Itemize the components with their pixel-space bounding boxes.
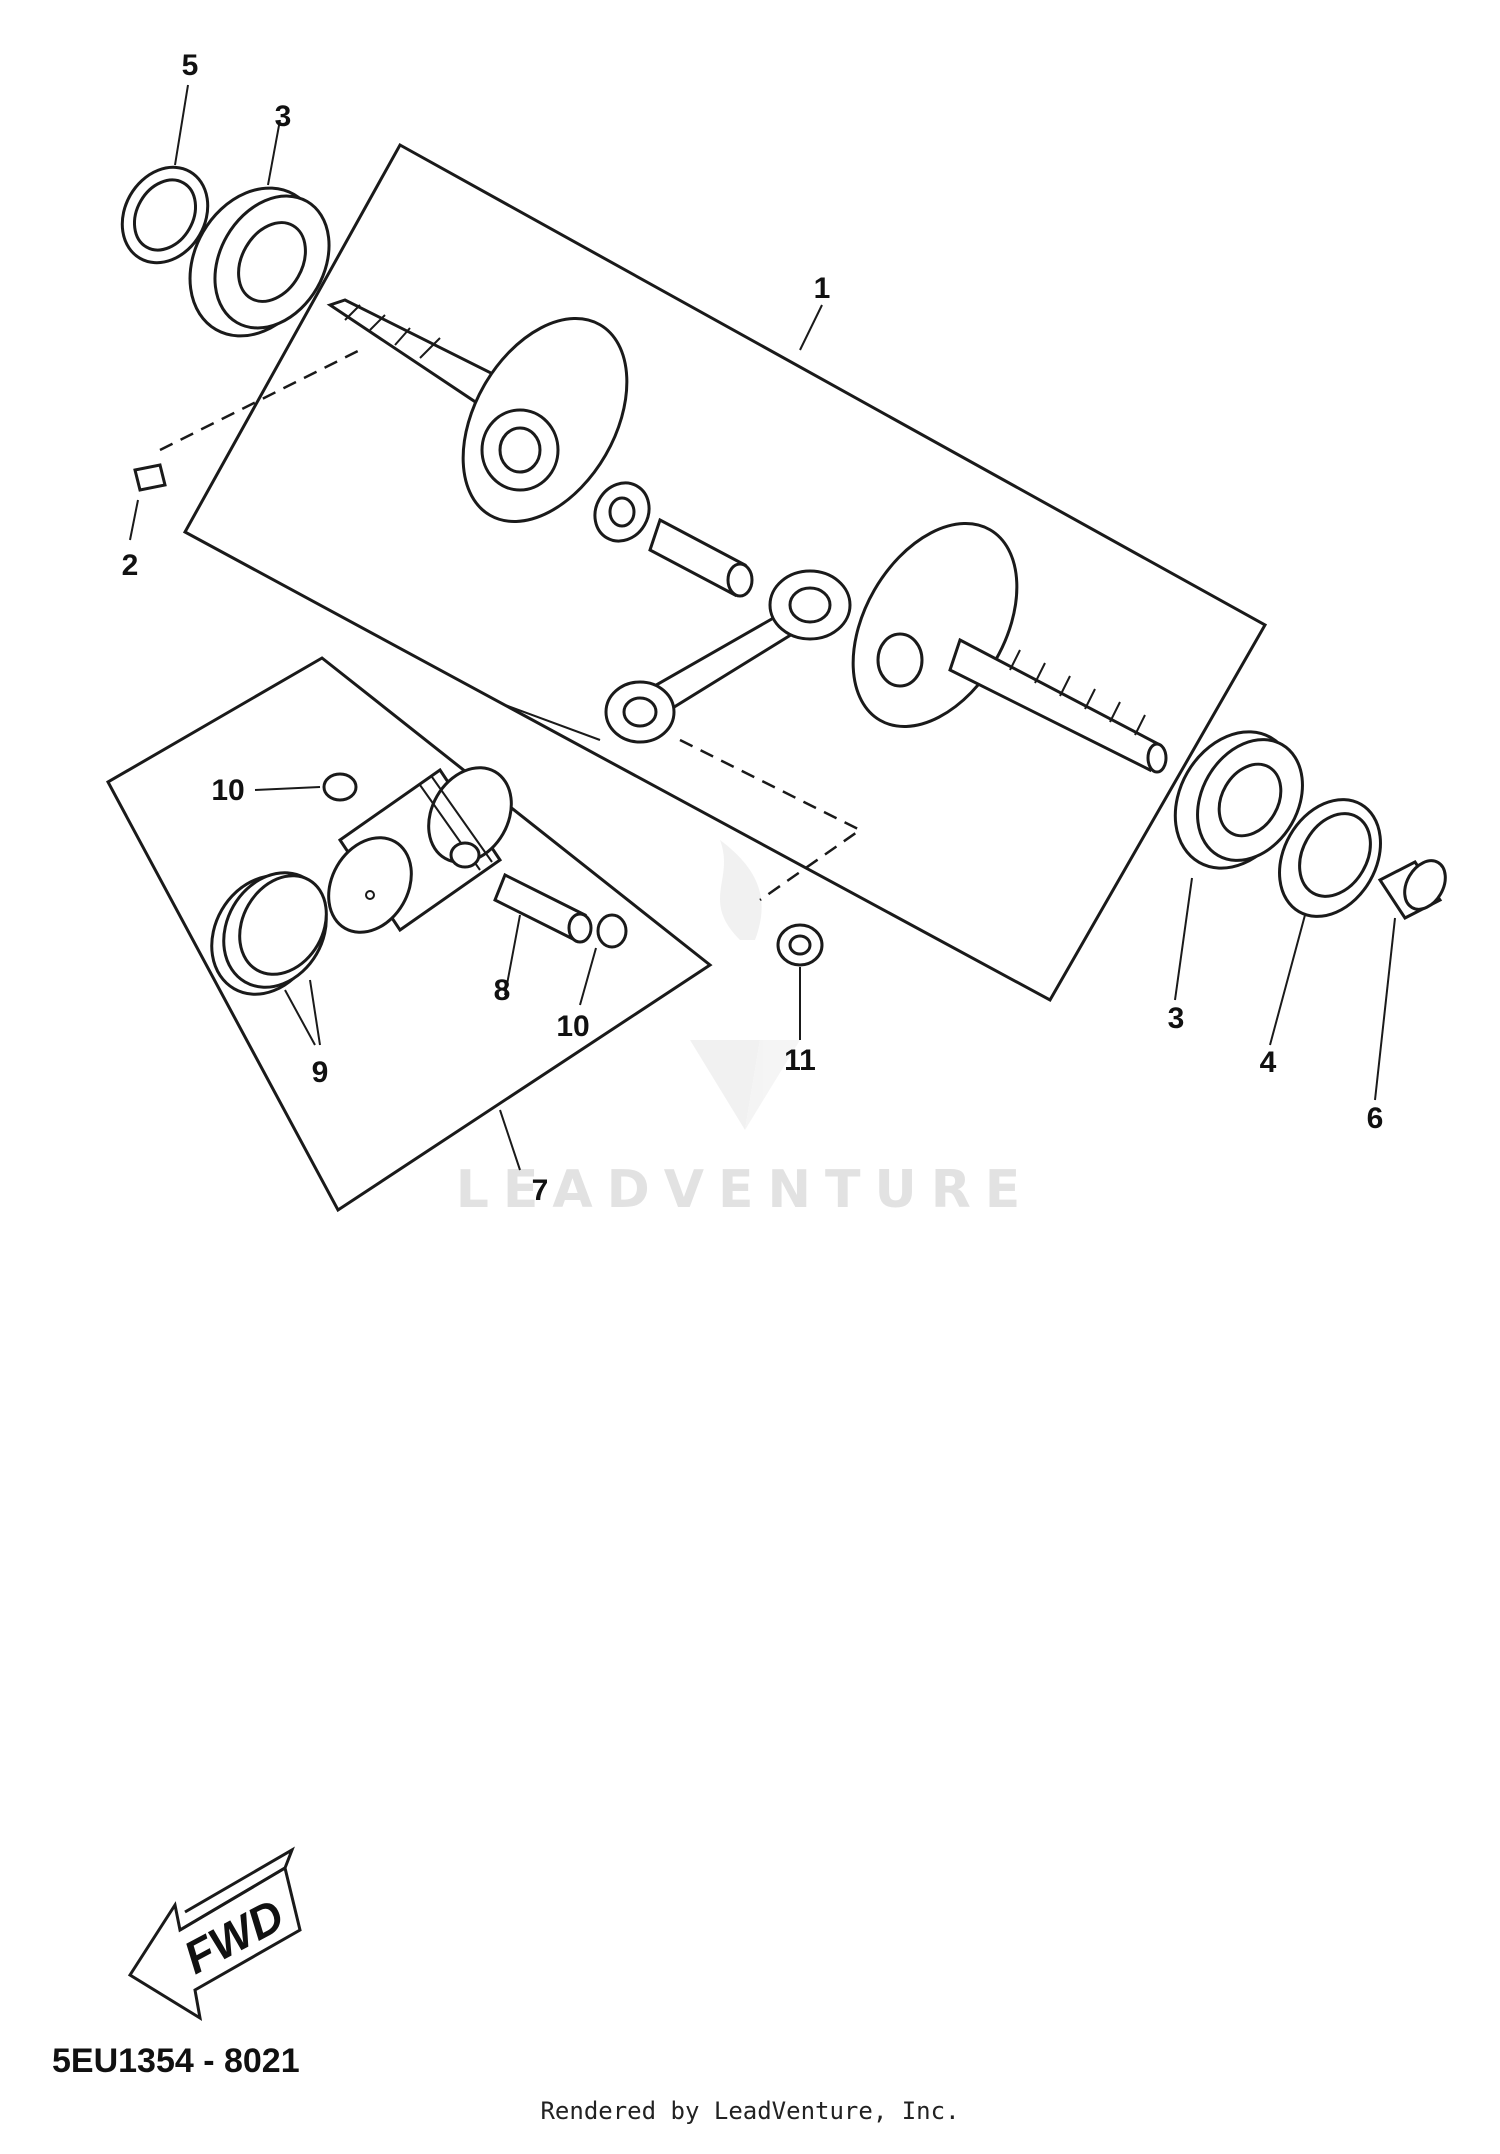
callout-7: 7 [532,1174,549,1207]
leader-10-lower [579,947,597,1006]
rendered-by-credit: Rendered by LeadVenture, Inc. [540,2097,960,2125]
leader-5 [174,84,189,166]
leader-3-right [1174,877,1193,1001]
diagram-code: 5EU1354 - 8021 [52,2042,300,2080]
watermark-text: LEADVENTURE [456,1160,1035,1220]
leader-1 [799,304,823,351]
leader-7-box [504,704,601,741]
leader-4 [1269,914,1306,1046]
circlip-upper [322,772,358,802]
piston-pin [493,872,593,944]
piston [327,766,513,934]
callout-1: 1 [814,272,831,305]
watermark-logo [690,840,800,1130]
bearing-reference-line [679,738,863,902]
crankshaft-assembly-box [182,142,1268,1003]
crank-half-left [326,298,629,523]
circlip-lower [596,913,628,949]
leader-10-upper [254,786,321,791]
needle-bearing-upper [593,481,651,543]
callout-9: 9 [312,1056,329,1089]
callout-5: 5 [182,49,199,82]
piston-assembly-box [105,656,713,1213]
crank-pin [648,517,754,598]
oil-seal-right [1278,798,1382,918]
callout-8: 8 [494,974,511,1007]
collar [1377,859,1447,920]
leader-2 [129,499,139,541]
callout-4: 4 [1260,1046,1277,1079]
leader-9a [284,989,316,1046]
leader-9b [309,979,321,1046]
fwd-arrow-icon: FWD [127,1846,302,2022]
bearing-left [188,186,331,338]
callout-11: 11 [784,1044,816,1077]
woodruff-key [133,463,167,492]
crank-half-right [851,522,1168,774]
callout-10-upper: 10 [211,774,244,807]
key-reference-line [159,348,361,452]
connecting-rod [604,569,852,744]
leader-8 [504,914,521,996]
callout-6: 6 [1367,1102,1384,1135]
bearing-right [1173,730,1304,870]
callout-3-right: 3 [1168,1002,1185,1035]
oil-seal-left [120,165,210,265]
leader-6 [1374,917,1396,1101]
needle-bearing-small-end [776,923,824,967]
leader-7 [499,1109,521,1171]
callout-2: 2 [122,549,139,582]
leader-3-left [267,119,281,186]
callout-3-left: 3 [275,100,292,133]
piston-rings [210,871,328,996]
callout-10-lower: 10 [556,1010,589,1043]
